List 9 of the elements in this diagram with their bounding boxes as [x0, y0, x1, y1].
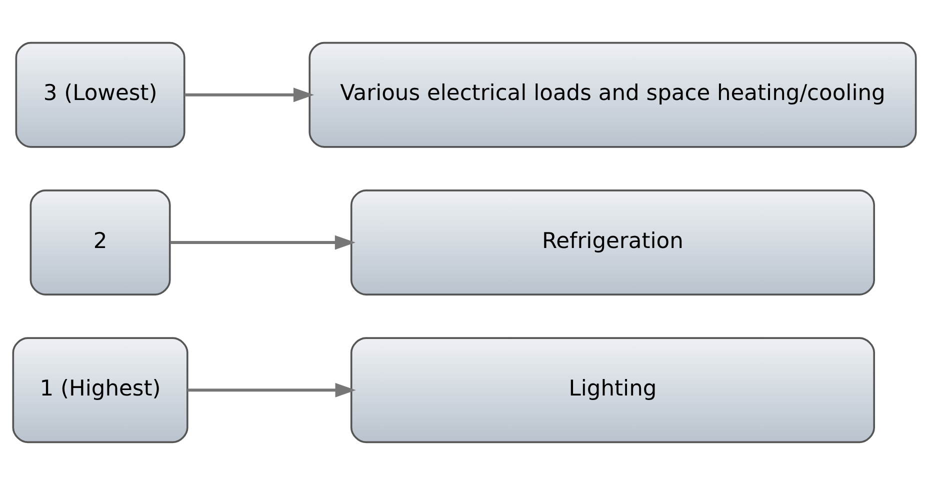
- arrow: [184, 87, 314, 102]
- arrow: [170, 234, 356, 250]
- node-box: 1 (Highest): [12, 336, 188, 443]
- node-box: 2: [30, 189, 171, 295]
- node-box: Lighting: [350, 336, 876, 443]
- node-box: Various electrical loads and space heating/cooling: [308, 41, 917, 148]
- node-box: Refrigeration: [350, 189, 876, 295]
- arrow: [187, 382, 356, 397]
- node-box: 3 (Lowest): [15, 41, 186, 148]
